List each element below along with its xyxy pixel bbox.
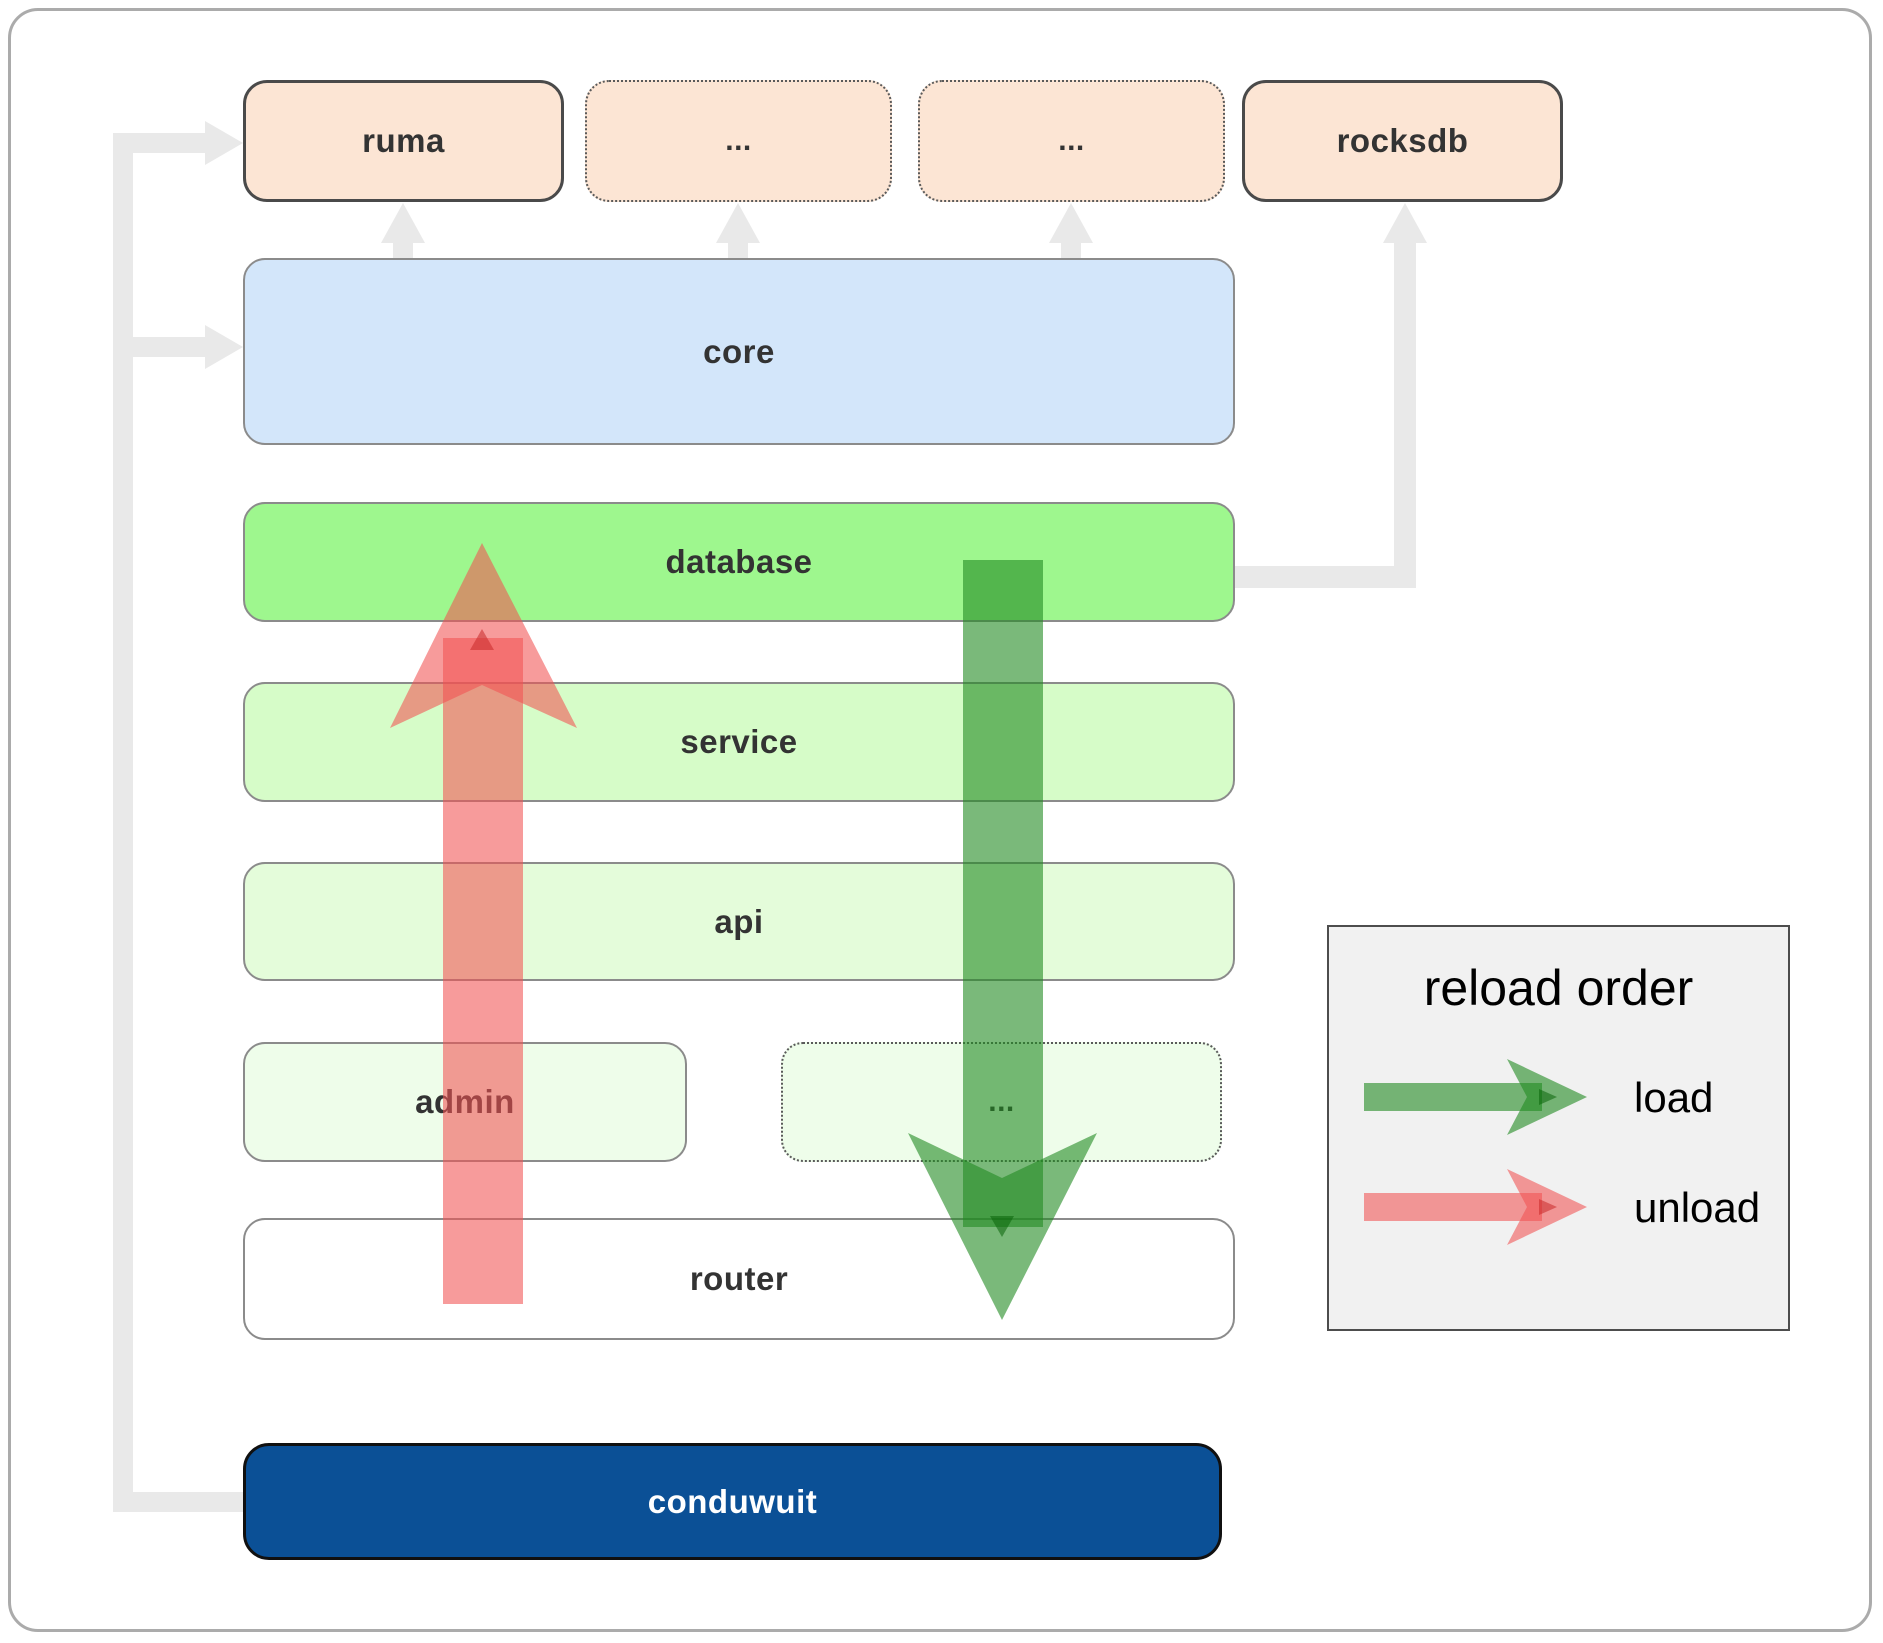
legend-load-label: load bbox=[1634, 1074, 1714, 1121]
node-ruma-label: ruma bbox=[362, 122, 445, 159]
node-dots-top-2: ... bbox=[918, 80, 1225, 202]
legend-load-arrow-marker-icon bbox=[1539, 1089, 1557, 1105]
node-dots-top-1-label: ... bbox=[725, 124, 752, 157]
legend-title: reload order bbox=[1423, 960, 1694, 1016]
node-router-label: router bbox=[689, 1260, 789, 1297]
node-rocksdb: rocksdb bbox=[1242, 80, 1563, 202]
node-core-label: core bbox=[703, 332, 775, 370]
node-rocksdb-label: rocksdb bbox=[1336, 122, 1469, 159]
legend-arrows bbox=[1364, 1059, 1587, 1245]
node-conduwuit-label: conduwuit bbox=[647, 1482, 818, 1520]
node-router: router bbox=[243, 1218, 1235, 1340]
node-ruma: ruma bbox=[243, 80, 564, 202]
node-api: api bbox=[243, 862, 1235, 981]
node-admin: admin bbox=[243, 1042, 687, 1162]
node-database-label: database bbox=[665, 543, 813, 580]
node-service-label: service bbox=[680, 723, 798, 760]
node-conduwuit: conduwuit bbox=[243, 1443, 1222, 1560]
legend-unload-arrow-shaft bbox=[1364, 1193, 1542, 1221]
legend-unload-label: unload bbox=[1634, 1184, 1761, 1231]
node-database: database bbox=[243, 502, 1235, 622]
node-dots-top-1: ... bbox=[585, 80, 892, 202]
legend: reload order load unload bbox=[1327, 925, 1790, 1331]
legend-unload-arrow-marker-icon bbox=[1539, 1199, 1557, 1215]
outer-border bbox=[8, 8, 1872, 1632]
node-api-label: api bbox=[714, 902, 764, 940]
node-core: core bbox=[243, 258, 1235, 445]
node-service: service bbox=[243, 682, 1235, 802]
node-dots-admin-label: ... bbox=[988, 1085, 1015, 1118]
legend-load-arrow-shaft bbox=[1364, 1083, 1542, 1111]
node-dots-admin: ... bbox=[781, 1042, 1222, 1162]
node-admin-label: admin bbox=[415, 1083, 515, 1120]
node-dots-top-2-label: ... bbox=[1058, 124, 1085, 157]
